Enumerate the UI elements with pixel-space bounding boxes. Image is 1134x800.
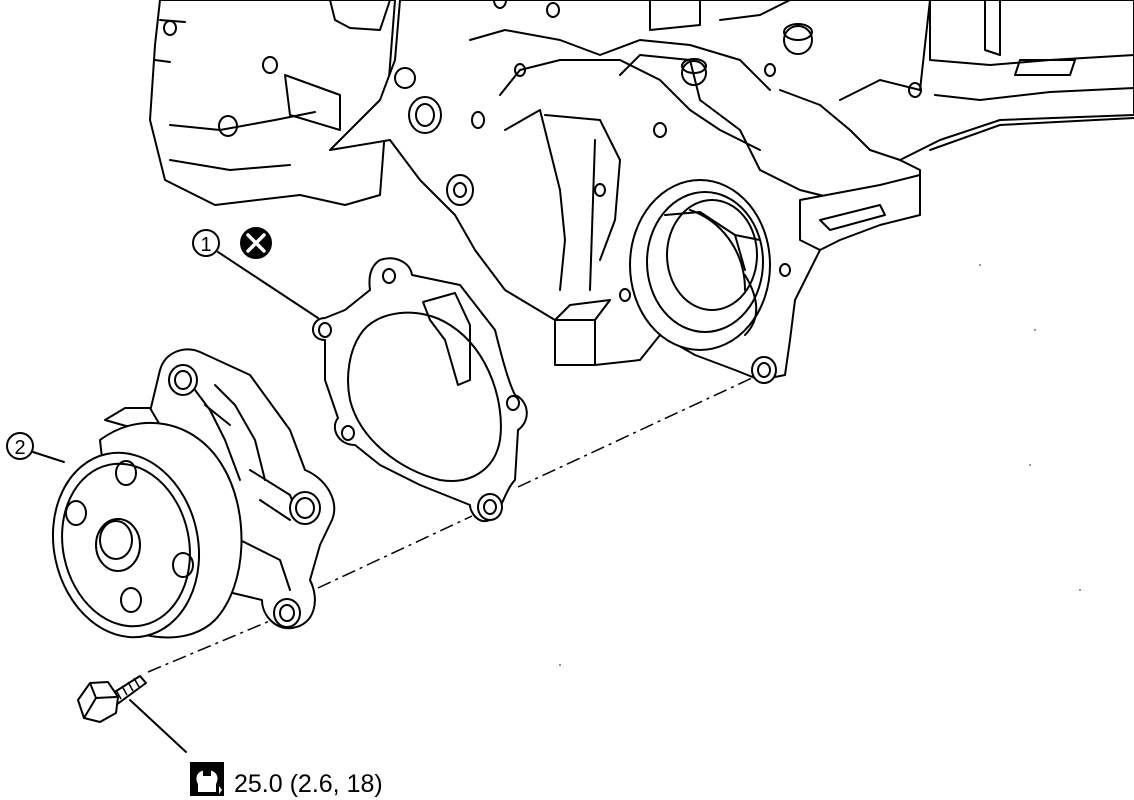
engine-block (149, 0, 1134, 384)
callout-1-number: 1 (200, 234, 211, 256)
callout-2-number: 2 (14, 437, 25, 459)
replace-part-icon (240, 227, 272, 259)
scan-speckles (559, 264, 1081, 666)
callout-2: 2 (6, 432, 65, 463)
alignment-centerlines (147, 377, 753, 673)
torque-value-text: 25.0 (2.6, 18) (234, 770, 383, 798)
water-pump (51, 348, 336, 639)
torque-wrench-icon (190, 762, 224, 796)
water-pump-bolt (77, 675, 147, 723)
callout-1: 1 (192, 227, 319, 319)
water-pump-gasket (312, 257, 528, 523)
torque-spec: 25.0 (2.6, 18) (129, 699, 383, 798)
